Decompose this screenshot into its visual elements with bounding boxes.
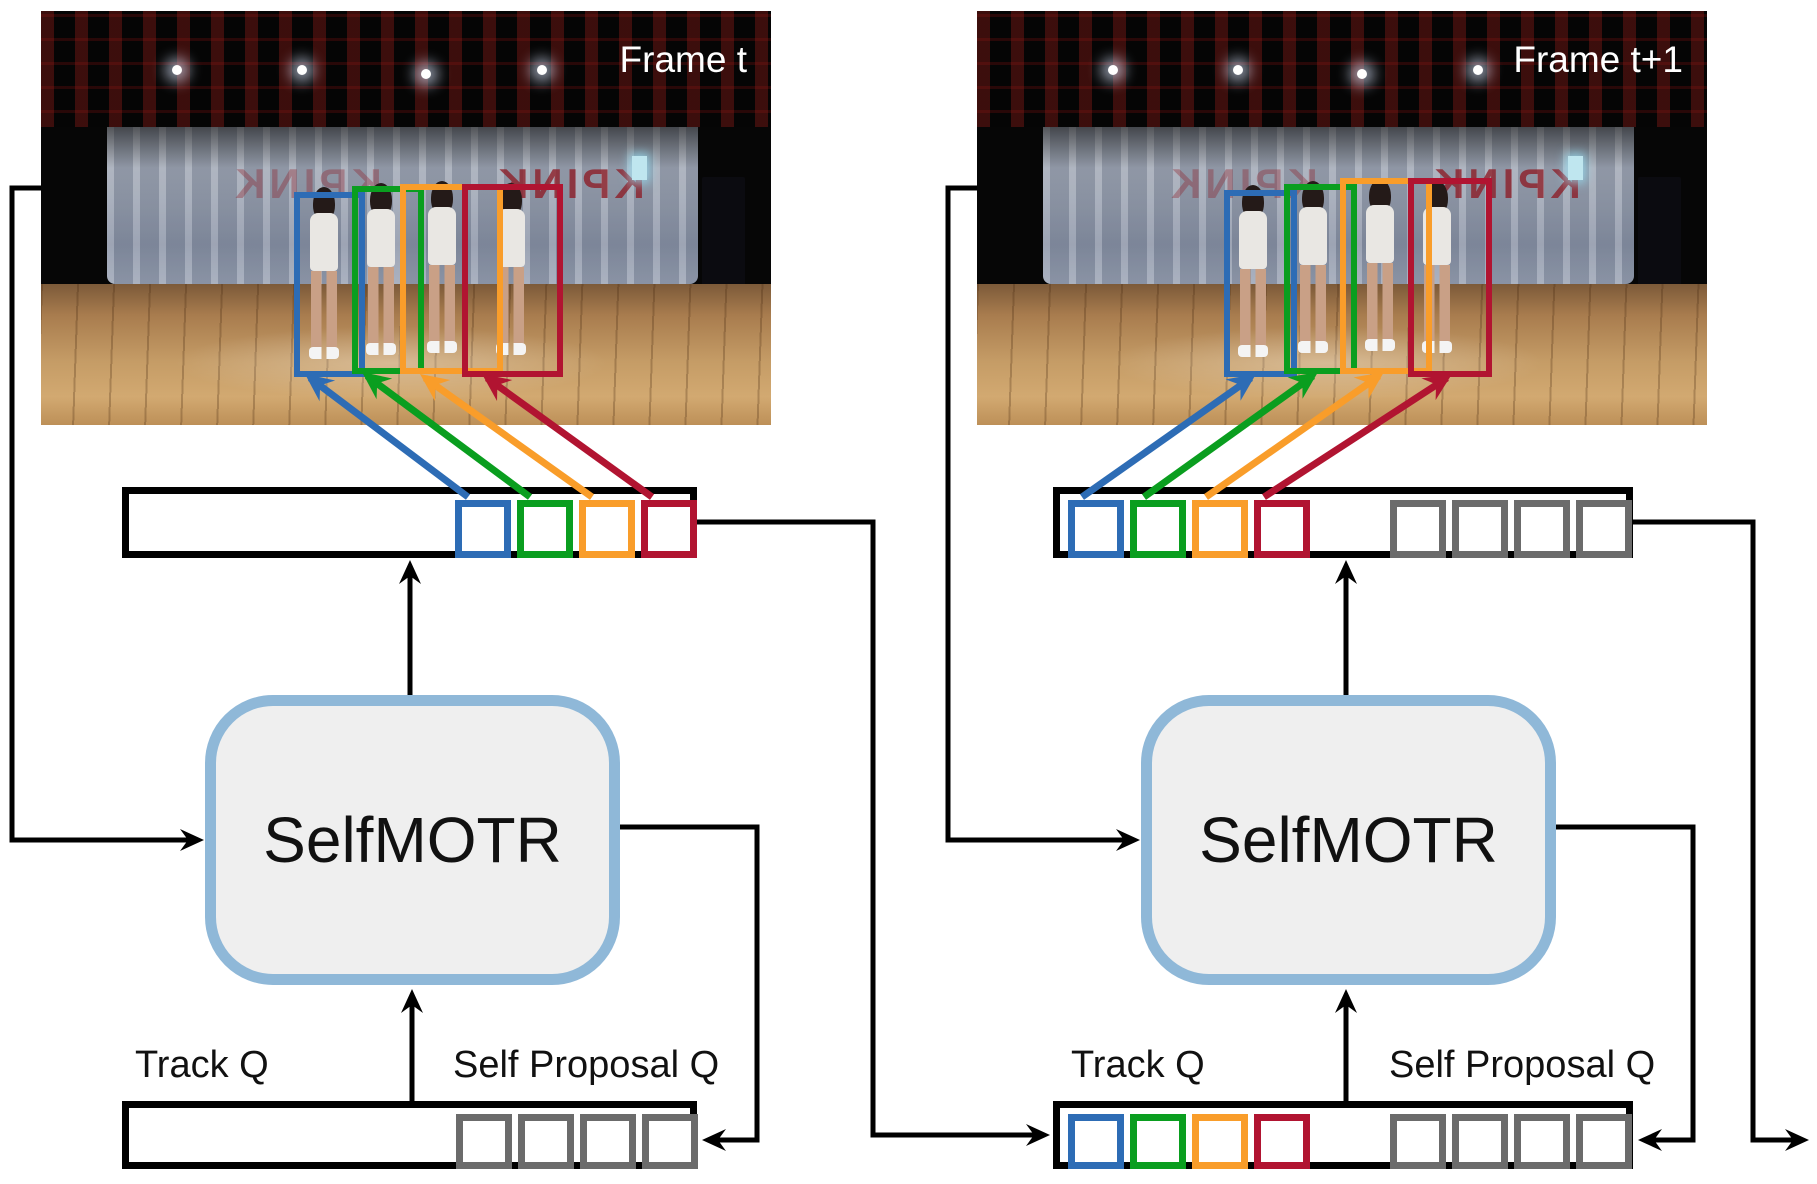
query-slot-orange xyxy=(1192,1114,1248,1169)
query-slot-blue xyxy=(1068,1114,1124,1169)
arrowhead-into-output-bar-t1 xyxy=(1335,560,1357,584)
output-query-bar-t1 xyxy=(1053,487,1633,558)
query-slot-proposal xyxy=(1576,1114,1632,1169)
curtain-shade xyxy=(106,126,698,169)
bbox-track-orange xyxy=(1340,178,1432,374)
input-query-bar-t xyxy=(122,1101,698,1169)
query-slot-proposal xyxy=(518,1114,574,1169)
query-slot-proposal xyxy=(456,1114,512,1169)
arrowhead-into-selfmotr-t1 xyxy=(1116,829,1140,851)
query-slot-proposal xyxy=(642,1114,698,1169)
arrowhead-into-selfmotr-bottom-t xyxy=(401,989,423,1013)
dancer-3 xyxy=(1362,179,1398,355)
video-frame-t: KPINK KPINK Frame t xyxy=(41,11,771,425)
query-slot-red xyxy=(1254,500,1310,558)
bbox-track-red xyxy=(462,184,563,377)
output-query-bar-t xyxy=(122,487,697,558)
stage-light xyxy=(420,68,431,79)
stage-ceiling xyxy=(977,11,1707,127)
stage-light xyxy=(172,64,183,75)
bbox-track-green xyxy=(1284,184,1357,374)
speaker xyxy=(701,176,746,289)
arrowhead-into-input-bar-t1-right xyxy=(1638,1129,1662,1151)
dancer-1 xyxy=(306,187,342,363)
exit-sign xyxy=(631,155,647,180)
bbox-track-red xyxy=(1408,178,1492,377)
input-query-bar-t1 xyxy=(1053,1101,1633,1169)
query-slot-proposal xyxy=(1452,500,1508,558)
arrowhead-into-selfmotr-bottom-t1 xyxy=(1335,989,1357,1013)
video-frame-t-plus-1: KPINK KPINK Frame t+1 xyxy=(977,11,1707,425)
query-slot-green xyxy=(1130,500,1186,558)
stage-light xyxy=(296,64,307,75)
query-slot-orange xyxy=(1192,500,1248,558)
track-q-label: Track Q xyxy=(1071,1044,1205,1086)
query-slot-blue xyxy=(455,500,511,558)
arrowhead-into-output-bar-t xyxy=(399,560,421,584)
arrowhead-to-next-frame xyxy=(1785,1129,1809,1151)
arrowhead-into-selfmotr-t xyxy=(180,829,204,851)
selfmotr-block-t: SelfMOTR xyxy=(205,695,620,985)
selfmotr-proposal-loop-wire-t1 xyxy=(1556,824,1696,1143)
query-slot-red xyxy=(1254,1114,1310,1169)
stage-light xyxy=(1356,68,1367,79)
stage-light xyxy=(1232,64,1243,75)
stage-light xyxy=(1108,64,1119,75)
query-slot-proposal xyxy=(1390,1114,1446,1169)
arrowhead-into-input-bar-t1 xyxy=(1026,1124,1050,1146)
output-t-to-track-queries-t1-wire xyxy=(697,519,1042,1138)
query-slot-blue xyxy=(1068,500,1124,558)
bbox-track-orange xyxy=(400,184,503,374)
self-proposal-q-label: Self Proposal Q xyxy=(453,1044,720,1086)
arrowhead-into-input-bar-t xyxy=(702,1129,726,1151)
query-slot-proposal xyxy=(580,1114,636,1169)
selfmotr-label: SelfMOTR xyxy=(263,804,562,876)
speaker xyxy=(1637,176,1682,289)
query-slot-proposal xyxy=(1452,1114,1508,1169)
curtain-shade xyxy=(1042,126,1634,169)
output-t1-to-next-frame-wire xyxy=(1633,519,1801,1143)
track-q-label: Track Q xyxy=(135,1044,269,1086)
selfmotr-block-t1: SelfMOTR xyxy=(1141,695,1556,985)
stage-ceiling xyxy=(41,11,771,127)
query-slot-proposal xyxy=(1514,1114,1570,1169)
frame-t-label: Frame t xyxy=(619,39,747,80)
exit-sign xyxy=(1567,155,1583,180)
stage-light xyxy=(1473,64,1484,75)
query-slot-green xyxy=(517,500,573,558)
query-slot-orange xyxy=(579,500,635,558)
query-slot-proposal xyxy=(1576,500,1632,558)
bbox-track-green xyxy=(352,186,424,374)
selfmotr-proposal-loop-wire-t xyxy=(620,824,760,1143)
frame-t-plus-1-label: Frame t+1 xyxy=(1513,39,1683,80)
query-slot-proposal xyxy=(1514,500,1570,558)
query-slot-green xyxy=(1130,1114,1186,1169)
query-slot-proposal xyxy=(1390,500,1446,558)
self-proposal-q-label: Self Proposal Q xyxy=(1389,1044,1656,1086)
query-slot-red xyxy=(641,500,697,558)
stage-light xyxy=(537,64,548,75)
selfmotr-label: SelfMOTR xyxy=(1199,804,1498,876)
